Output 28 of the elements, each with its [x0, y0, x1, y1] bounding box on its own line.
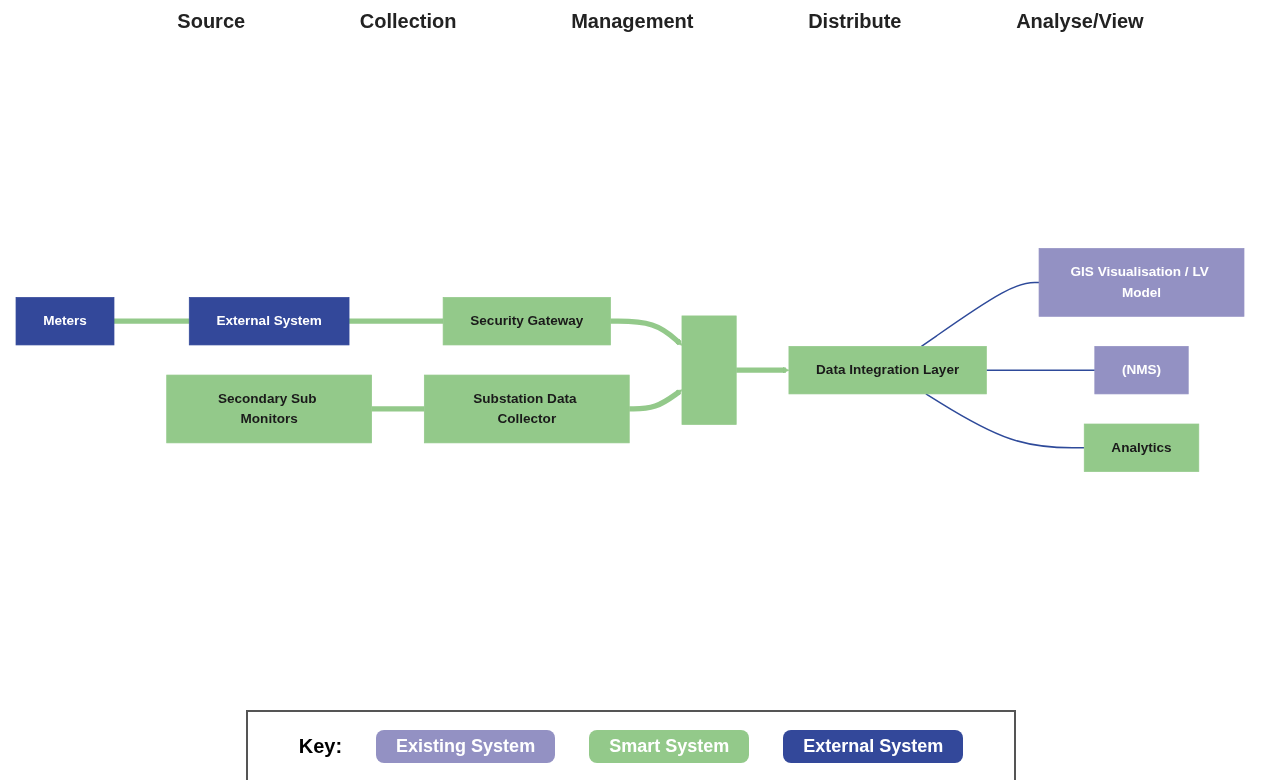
arrow — [629, 389, 683, 412]
connector — [349, 318, 444, 324]
column-heading: Collection — [359, 10, 457, 34]
node-box: (NMS) — [1094, 346, 1189, 395]
column-heading: Source — [177, 10, 246, 34]
node-box: Data Integration Layer — [788, 346, 987, 395]
connector — [371, 406, 425, 412]
legend-swatch: Existing System — [376, 729, 556, 763]
node-box: External System — [188, 297, 350, 346]
column-heading: Analyse/View — [1016, 10, 1144, 34]
node-box: Secondary Sub Monitors — [166, 374, 372, 444]
arrow — [610, 318, 683, 346]
column-heading: Distribute — [808, 10, 902, 34]
connector — [114, 318, 190, 324]
node-box: Analytics — [1083, 423, 1200, 472]
node-box: GIS Visualisation / LV Model — [1038, 248, 1245, 317]
node-box: Substation Data Collector — [423, 374, 630, 444]
node-box — [681, 315, 737, 425]
connector — [920, 281, 1040, 348]
column-heading: Management — [571, 10, 694, 34]
arrow — [736, 366, 790, 374]
connector — [985, 369, 1096, 371]
connector — [925, 393, 1085, 449]
node-box: Security Gateway — [442, 297, 611, 346]
node-box: Meters — [15, 297, 115, 346]
legend-swatch: Smart System — [589, 729, 750, 763]
legend-title: Key: — [298, 734, 343, 758]
legend-swatch: External System — [783, 729, 964, 763]
